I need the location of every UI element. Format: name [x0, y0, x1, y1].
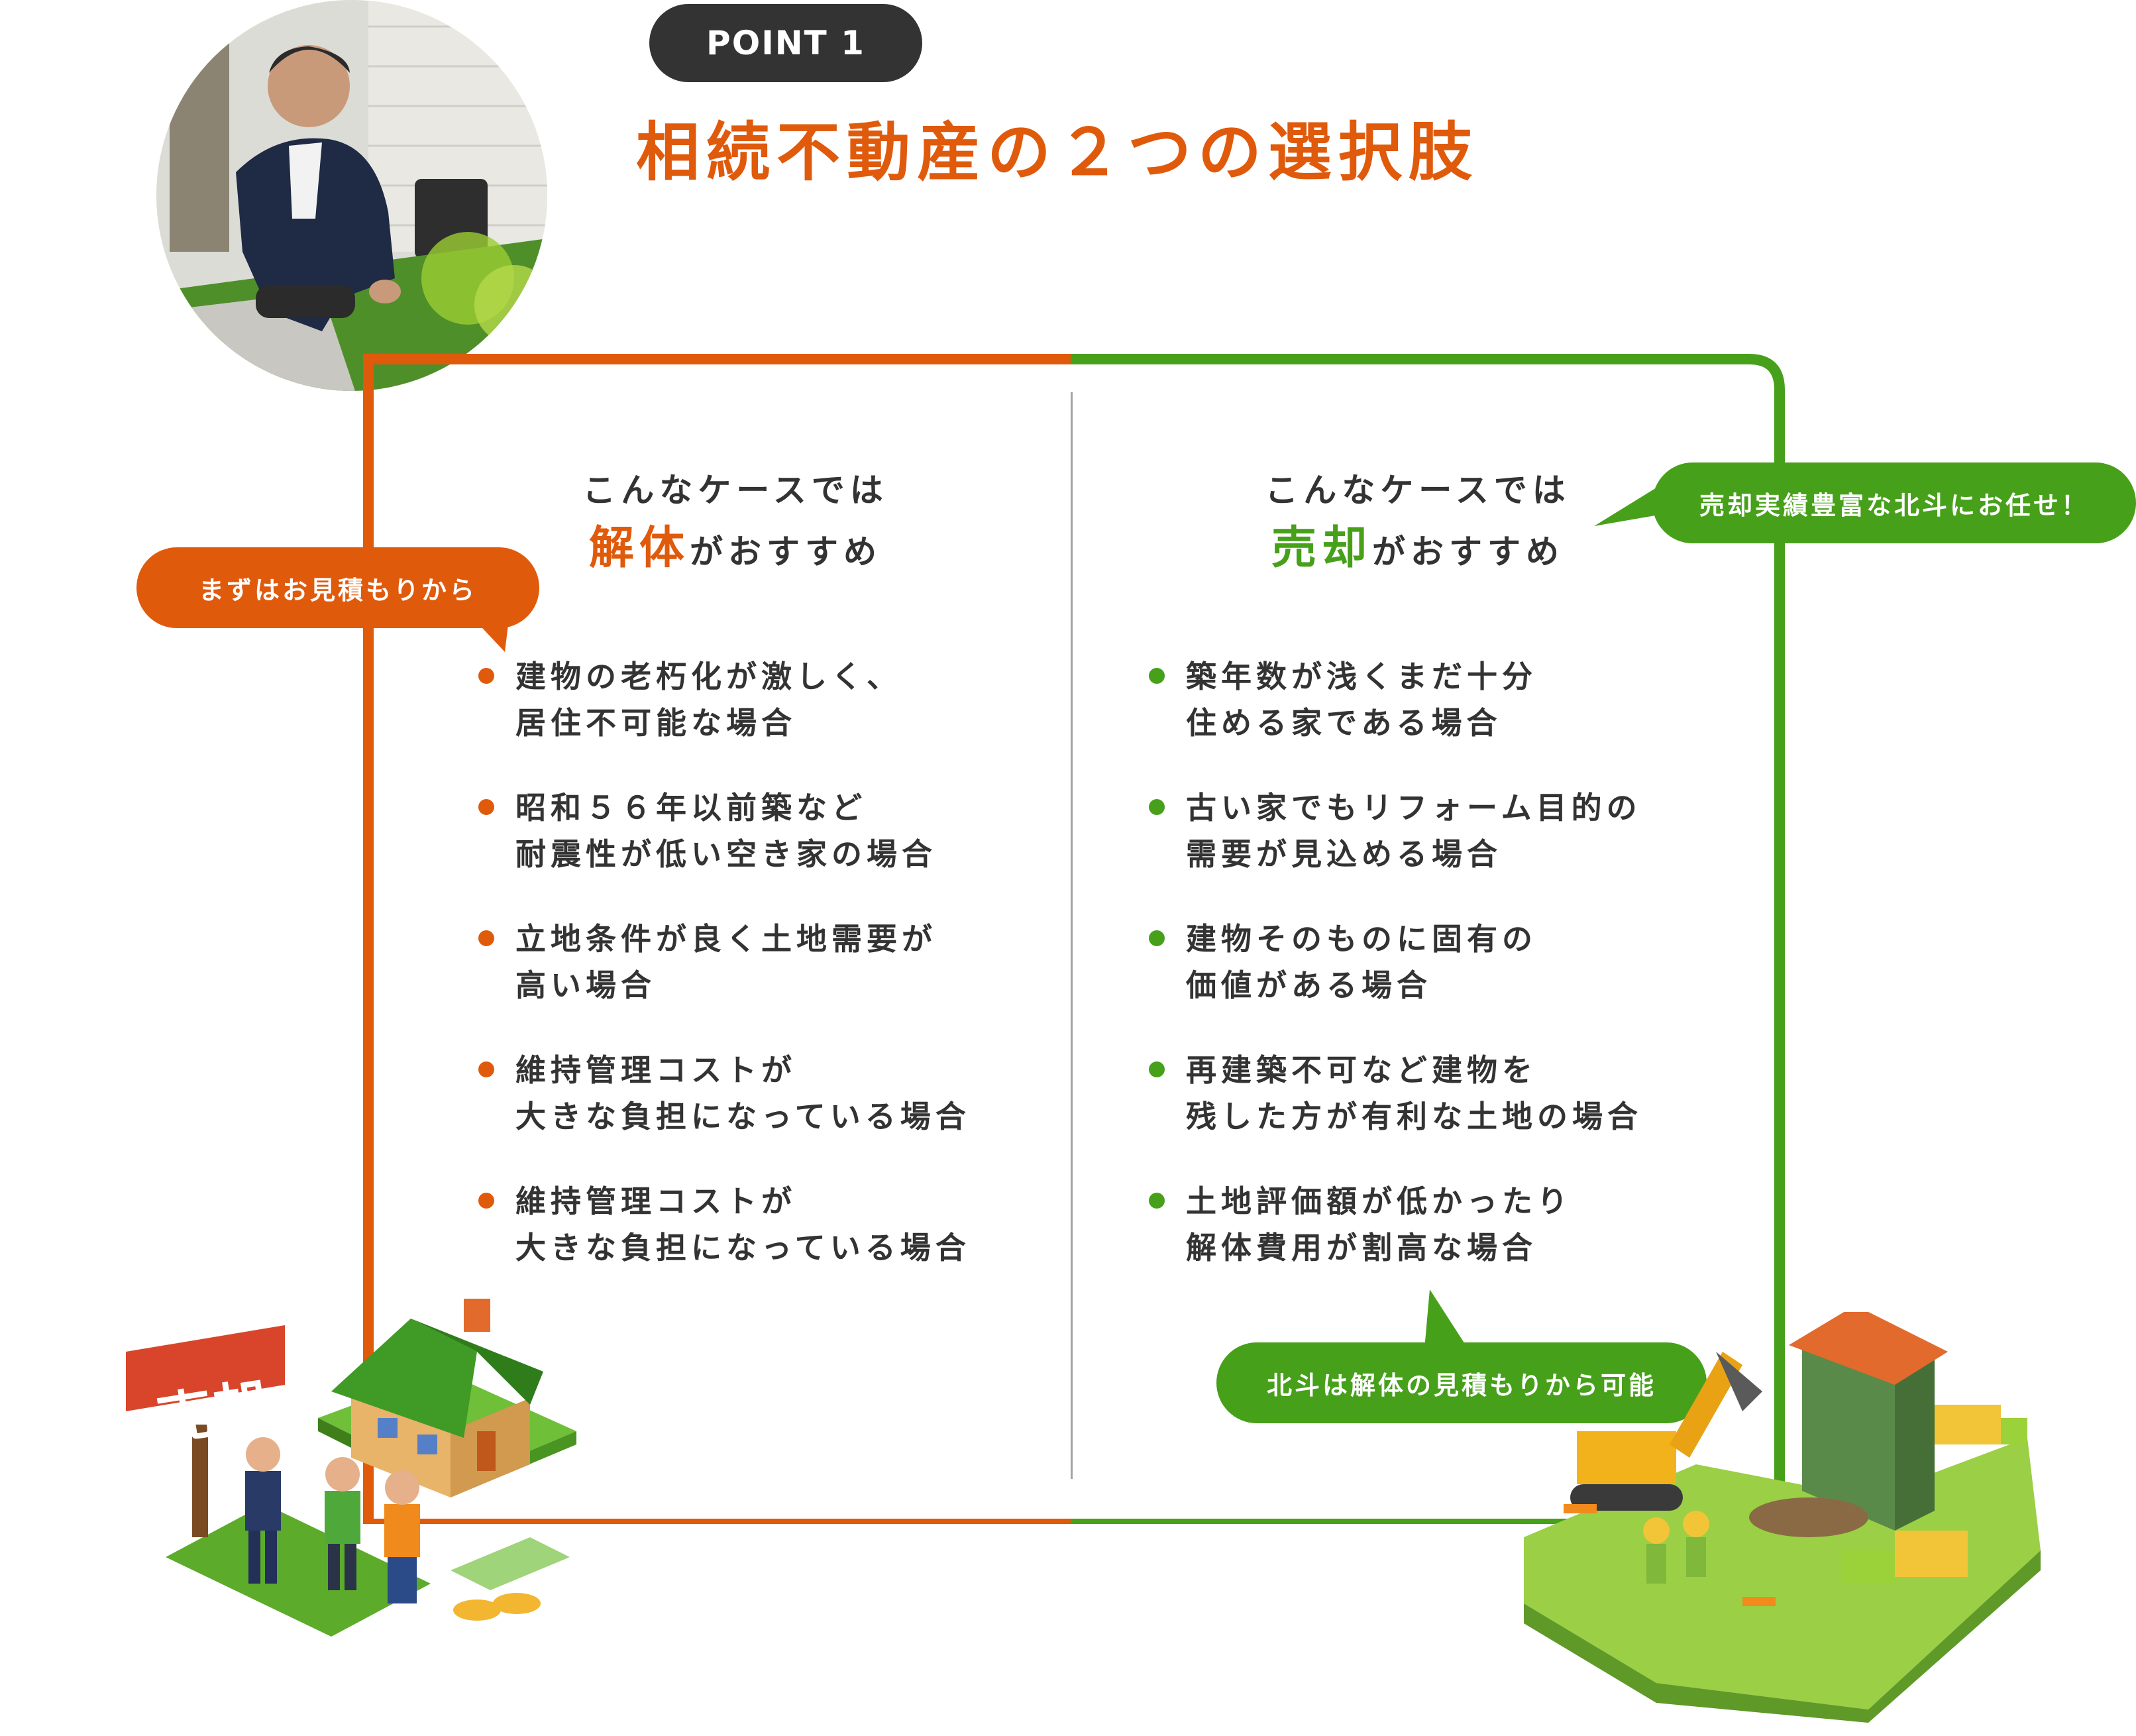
- sale-illustration: 売却: [119, 1292, 596, 1716]
- right-case-list: 築年数が浅くまだ十分住める家である場合 古い家でもリフォーム目的の需要が見込める…: [1149, 653, 1719, 1309]
- demolition-site-icon: [1524, 1305, 2041, 1723]
- column-divider: [1071, 392, 1073, 1479]
- bubble-tail-icon: [1424, 1289, 1468, 1349]
- list-item: 築年数が浅くまだ十分住める家である場合: [1149, 653, 1719, 746]
- right-column-heading: こんなケースでは 売却がおすすめ: [1199, 464, 1636, 584]
- list-item: 建物そのものに固有の価値がある場合: [1149, 916, 1719, 1008]
- right-heading-line1: こんなケースでは: [1265, 471, 1571, 510]
- left-heading-line1: こんなケースでは: [582, 471, 888, 510]
- list-item: 再建築不可など建物を残した方が有利な土地の場合: [1149, 1047, 1719, 1140]
- list-item: 昭和５６年以前築など耐震性が低い空き家の場合: [478, 785, 1048, 877]
- sales-bubble: 売却実績豊富な北斗にお任せ！: [1652, 462, 2136, 543]
- bullet-dot-icon: [1149, 1193, 1165, 1209]
- person-photo-icon: [156, 0, 547, 391]
- bullet-dot-icon: [1149, 1061, 1165, 1077]
- list-item: 土地評価額が低かったり解体費用が割高な場合: [1149, 1178, 1719, 1271]
- bullet-dot-icon: [478, 1193, 494, 1209]
- left-heading-line2: 解体がおすすめ: [517, 517, 954, 584]
- right-heading-line2: 売却がおすすめ: [1199, 517, 1636, 584]
- house-sale-icon: [126, 1299, 576, 1637]
- frame-right-green: [1071, 354, 1785, 1524]
- right-heading-emphasis: 売却: [1271, 522, 1372, 574]
- demolition-bubble: 北斗は解体の見積もりから可能: [1216, 1342, 1707, 1423]
- left-heading-rest: がおすすめ: [690, 533, 882, 571]
- bullet-dot-icon: [1149, 668, 1165, 684]
- bullet-dot-icon: [1149, 799, 1165, 815]
- bullet-dot-icon: [1149, 930, 1165, 946]
- left-column-heading: こんなケースでは 解体がおすすめ: [517, 464, 954, 584]
- demolition-illustration: [1524, 1305, 2041, 1723]
- list-item: 立地条件が良く土地需要が高い場合: [478, 916, 1048, 1008]
- bullet-dot-icon: [478, 799, 494, 815]
- bullet-dot-icon: [478, 1061, 494, 1077]
- list-item: 建物の老朽化が激しく、居住不可能な場合: [478, 653, 1048, 746]
- page-title: 相続不動産の２つの選択肢: [636, 115, 1479, 190]
- bullet-dot-icon: [478, 930, 494, 946]
- right-heading-rest: がおすすめ: [1372, 533, 1564, 571]
- bubble-tail-icon: [464, 608, 510, 652]
- bubble-tail-icon: [1594, 484, 1663, 526]
- left-case-list: 建物の老朽化が激しく、居住不可能な場合 昭和５６年以前築など耐震性が低い空き家の…: [478, 653, 1048, 1309]
- list-item: 維持管理コストが大きな負担になっている場合: [478, 1047, 1048, 1140]
- list-item: 維持管理コストが大きな負担になっている場合: [478, 1178, 1048, 1271]
- person-photo: [156, 0, 547, 391]
- bullet-dot-icon: [478, 668, 494, 684]
- list-item: 古い家でもリフォーム目的の需要が見込める場合: [1149, 785, 1719, 877]
- left-heading-emphasis: 解体: [588, 522, 690, 574]
- point-label: POINT 1: [649, 4, 922, 82]
